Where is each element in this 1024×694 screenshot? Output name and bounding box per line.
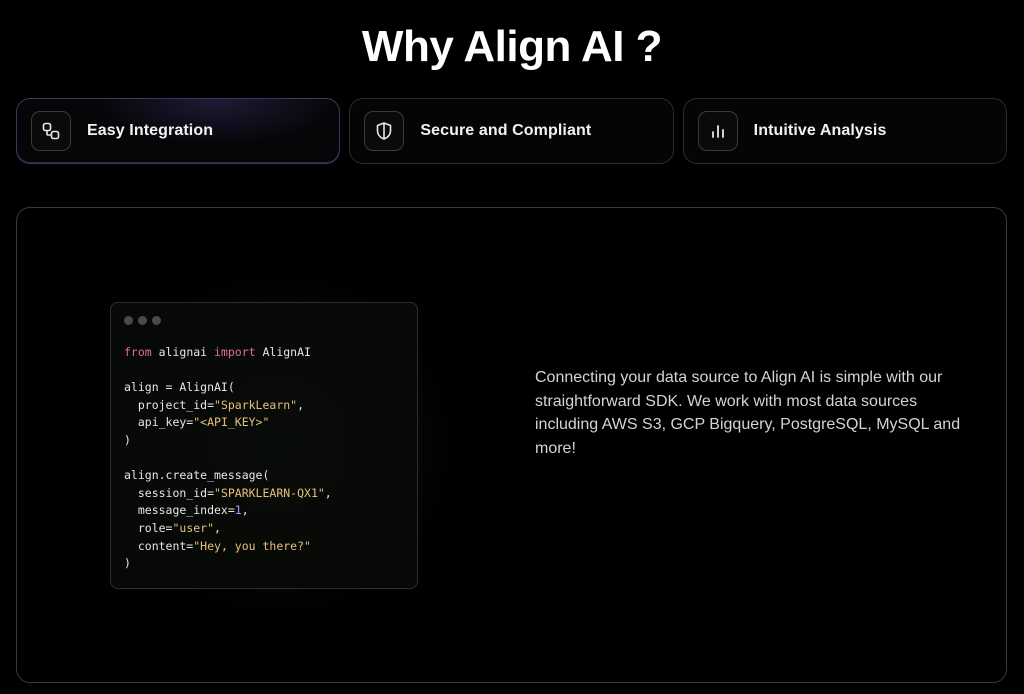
code-line: ) (124, 432, 332, 450)
shield-icon (364, 111, 405, 151)
code-snippet: from alignai import AlignAI align = Alig… (124, 344, 332, 573)
code-token: , (297, 397, 305, 412)
code-token: role= (124, 520, 173, 535)
code-token: ) (124, 556, 131, 571)
code-token: from (124, 345, 152, 359)
code-line: message_index=1, (124, 502, 332, 520)
code-line: api_key="<API_KEY>" (124, 414, 332, 432)
feature-description: Connecting your data source to Align AI … (535, 369, 961, 457)
window-controls (124, 316, 161, 325)
code-token: AlignAI (255, 345, 311, 359)
window-dot-icon (152, 316, 161, 325)
window-dot-icon (124, 316, 133, 325)
code-token: import (214, 345, 256, 359)
code-line: session_id="SPARKLEARN-QX1", (124, 485, 332, 503)
code-token: content= (124, 538, 194, 553)
tab-secure-and-compliant[interactable]: Secure and Compliant (349, 98, 674, 164)
window-dot-icon (138, 316, 147, 325)
code-line: role="user", (124, 520, 332, 538)
tab-easy-integration[interactable]: Easy Integration (16, 98, 341, 164)
code-token: , (214, 520, 221, 535)
code-token: align.create_message( (124, 468, 270, 483)
tab-intuitive-analysis[interactable]: Intuitive Analysis (682, 98, 1007, 164)
code-token: , (324, 485, 332, 500)
code-token: message_index= (124, 503, 235, 518)
tab-label: Easy Integration (87, 122, 214, 139)
page-title: Why Align AI ? (361, 22, 663, 71)
code-line: from alignai import AlignAI (124, 344, 332, 362)
feature-panel: from alignai import AlignAI align = Alig… (16, 207, 1007, 683)
tab-label: Secure and Compliant (420, 122, 592, 139)
code-line: align.create_message( (124, 467, 332, 485)
code-token: "SPARKLEARN-QX1" (214, 485, 325, 500)
code-line (124, 362, 332, 380)
code-token: "user" (172, 520, 215, 535)
code-line: ) (124, 555, 332, 573)
code-token: project_id= (124, 397, 215, 412)
tab-label: Intuitive Analysis (753, 122, 887, 139)
code-line: align = AlignAI( (124, 379, 332, 397)
code-token: session_id= (124, 485, 215, 500)
code-line (124, 450, 332, 468)
code-token: "SparkLearn" (214, 397, 298, 412)
code-token: 1 (234, 503, 242, 518)
code-window: from alignai import AlignAI align = Alig… (110, 302, 418, 589)
code-token: api_key= (124, 415, 194, 430)
feature-tabs: Easy Integration Secure and Compliant In… (16, 98, 1007, 164)
code-token: , (241, 503, 249, 518)
code-line: content="Hey, you there?" (124, 538, 332, 556)
code-line: project_id="SparkLearn", (124, 397, 332, 415)
code-token: ) (124, 432, 131, 447)
code-token: alignai (151, 345, 215, 359)
bar-chart-icon (697, 111, 738, 151)
code-token: "<API_KEY>" (193, 415, 270, 430)
integration-icon (31, 111, 71, 151)
code-token: align = AlignAI( (124, 380, 235, 395)
code-token: "Hey, you there?" (193, 538, 311, 553)
